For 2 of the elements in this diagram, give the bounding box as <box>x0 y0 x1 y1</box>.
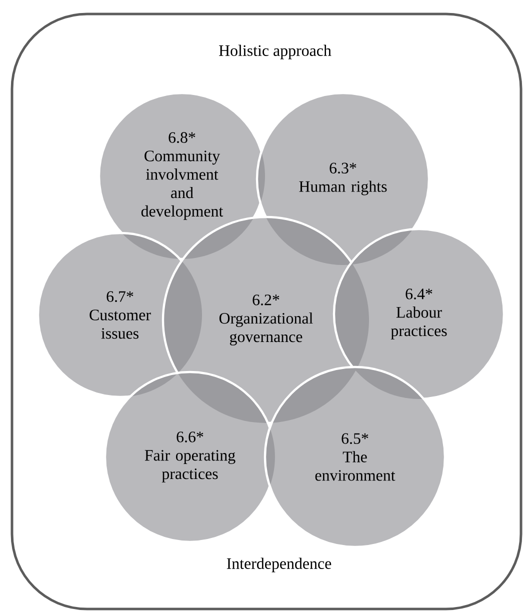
heading-text: Holistic approach <box>219 44 332 60</box>
footer-text: Interdependence <box>226 558 332 572</box>
